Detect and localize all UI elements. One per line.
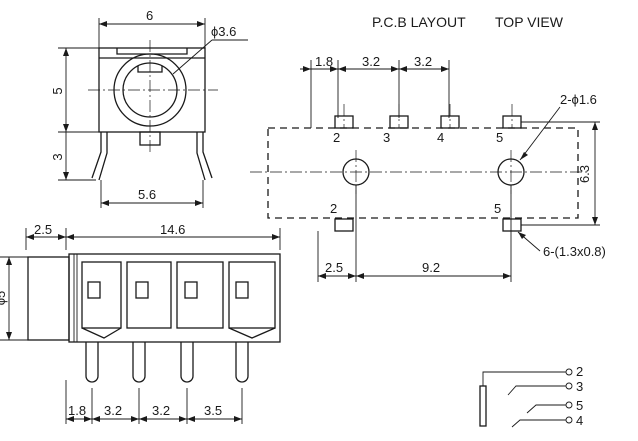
holes-callout: 2-ϕ1.6 <box>560 92 597 107</box>
pad-size-label: 6-(1.3x0.8) <box>543 244 606 259</box>
front-width-label: 6 <box>146 8 153 23</box>
pcb-layout-title: P.C.B LAYOUT <box>372 14 466 30</box>
pad-bottom-5: 5 <box>494 201 501 216</box>
pcb-offset-label: 2.5 <box>325 260 343 275</box>
side-view: 2.5 14.6 ϕ5 <box>0 222 281 424</box>
pcb-top-dim-2: 3.2 <box>362 54 380 69</box>
schematic-pin-5: 5 <box>576 398 583 413</box>
pcb-height-label: 6.3 <box>577 165 592 183</box>
pcb-layout: P.C.B LAYOUT TOP VIEW 1.8 3.2 3.2 2 3 4 … <box>250 14 606 282</box>
pad-top-5: 5 <box>496 130 503 145</box>
pad-top-4: 4 <box>437 130 444 145</box>
front-pin-span-label: 5.6 <box>138 187 156 202</box>
pcb-span-label: 9.2 <box>422 260 440 275</box>
pcb-top-dim-3: 3.2 <box>414 54 432 69</box>
front-hole-label: ϕ3.6 <box>211 24 236 39</box>
side-dia-label: ϕ5 <box>0 291 8 306</box>
front-lower-label: 3 <box>50 153 65 160</box>
schematic-pin-4: 4 <box>576 413 583 428</box>
top-view-title: TOP VIEW <box>495 14 564 30</box>
pitch-label-3: 3.2 <box>152 403 170 418</box>
schematic: 2 3 5 4 <box>479 364 583 428</box>
side-lead-label: 2.5 <box>34 222 52 237</box>
pitch-label-1: 1.8 <box>68 403 86 418</box>
schematic-pin-2: 2 <box>576 364 583 379</box>
side-length-label: 14.6 <box>160 222 185 237</box>
pcb-top-dim-1: 1.8 <box>315 54 333 69</box>
pitch-label-4: 3.5 <box>204 403 222 418</box>
front-view: 6 ϕ3.6 5 3 <box>50 8 248 208</box>
pad-top-2: 2 <box>333 130 340 145</box>
pitch-label-2: 3.2 <box>104 403 122 418</box>
pad-bottom-2: 2 <box>330 201 337 216</box>
front-height-label: 5 <box>50 87 65 94</box>
pad-top-3: 3 <box>383 130 390 145</box>
schematic-pin-3: 3 <box>576 379 583 394</box>
